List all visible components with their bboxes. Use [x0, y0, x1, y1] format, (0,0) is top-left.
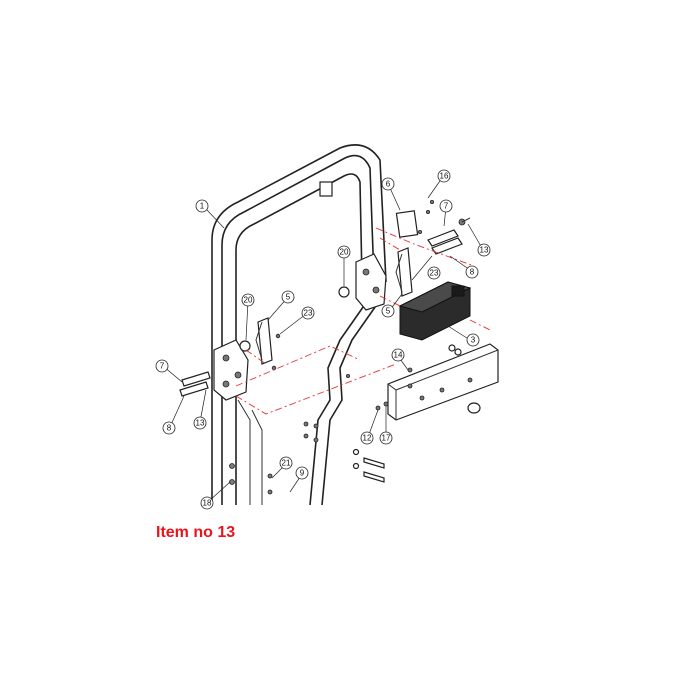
svg-text:14: 14 [394, 351, 403, 360]
upper-pin-set [427, 217, 471, 255]
callout-7: 7 [155, 359, 169, 373]
svg-text:7: 7 [444, 202, 449, 211]
right-flange [338, 286, 350, 298]
svg-text:17: 17 [382, 434, 391, 443]
svg-text:7: 7 [160, 362, 165, 371]
cover-plate [395, 210, 419, 238]
left-hinge-bracket [213, 339, 249, 401]
svg-text:9: 9 [300, 469, 305, 478]
callout-20: 20 [337, 245, 351, 259]
callout-14: 14 [391, 348, 405, 362]
svg-text:20: 20 [244, 296, 253, 305]
callout-5: 5 [281, 290, 295, 304]
svg-text:5: 5 [286, 293, 291, 302]
callout-1: 1 [195, 199, 209, 213]
callout-9: 9 [295, 466, 309, 480]
svg-text:20: 20 [340, 248, 349, 257]
svg-text:13: 13 [196, 419, 205, 428]
callout-16: 16 [437, 169, 451, 183]
callout-6: 6 [381, 177, 395, 191]
right-handle [395, 247, 413, 297]
callout-23: 23 [427, 266, 441, 280]
svg-text:3: 3 [471, 336, 476, 345]
svg-text:5: 5 [386, 307, 391, 316]
svg-text:12: 12 [363, 434, 372, 443]
callout-5: 5 [381, 304, 395, 318]
svg-text:1: 1 [200, 202, 205, 211]
left-handle [255, 317, 273, 365]
right-hinge-bracket [355, 253, 387, 311]
hardware-bolts [229, 199, 434, 495]
svg-text:23: 23 [430, 269, 439, 278]
assembly-lines [235, 227, 491, 415]
svg-text:6: 6 [386, 180, 391, 189]
item-caption: Item no 13 [156, 524, 236, 541]
svg-text:13: 13 [480, 246, 489, 255]
callout-12: 12 [360, 431, 374, 445]
frame-latch-block [319, 181, 333, 197]
svg-text:16: 16 [440, 172, 449, 181]
roll-bar-frame [211, 144, 387, 506]
svg-text:18: 18 [203, 499, 212, 508]
svg-text:21: 21 [282, 459, 291, 468]
svg-text:8: 8 [470, 268, 475, 277]
callout-13: 13 [477, 243, 491, 257]
exploded-parts-diagram: 1 16 6 7 13 20 8 23 5 20 5 23 3 14 7 8 1… [155, 144, 499, 510]
leader-lines [162, 177, 483, 503]
bumper-bracket [387, 343, 499, 421]
callout-17: 17 [379, 431, 393, 445]
left-pin-set [179, 371, 211, 397]
callout-23: 23 [301, 306, 315, 320]
callout-8: 8 [465, 265, 479, 279]
callout-20: 20 [241, 293, 255, 307]
callout-3: 3 [466, 333, 480, 347]
callout-21: 21 [279, 456, 293, 470]
svg-text:8: 8 [167, 424, 172, 433]
left-flange [239, 340, 251, 352]
svg-text:23: 23 [304, 309, 313, 318]
callout-13: 13 [193, 416, 207, 430]
callout-18: 18 [200, 496, 214, 510]
callout-8: 8 [162, 421, 176, 435]
callout-7: 7 [439, 199, 453, 213]
toolbox [398, 281, 472, 356]
